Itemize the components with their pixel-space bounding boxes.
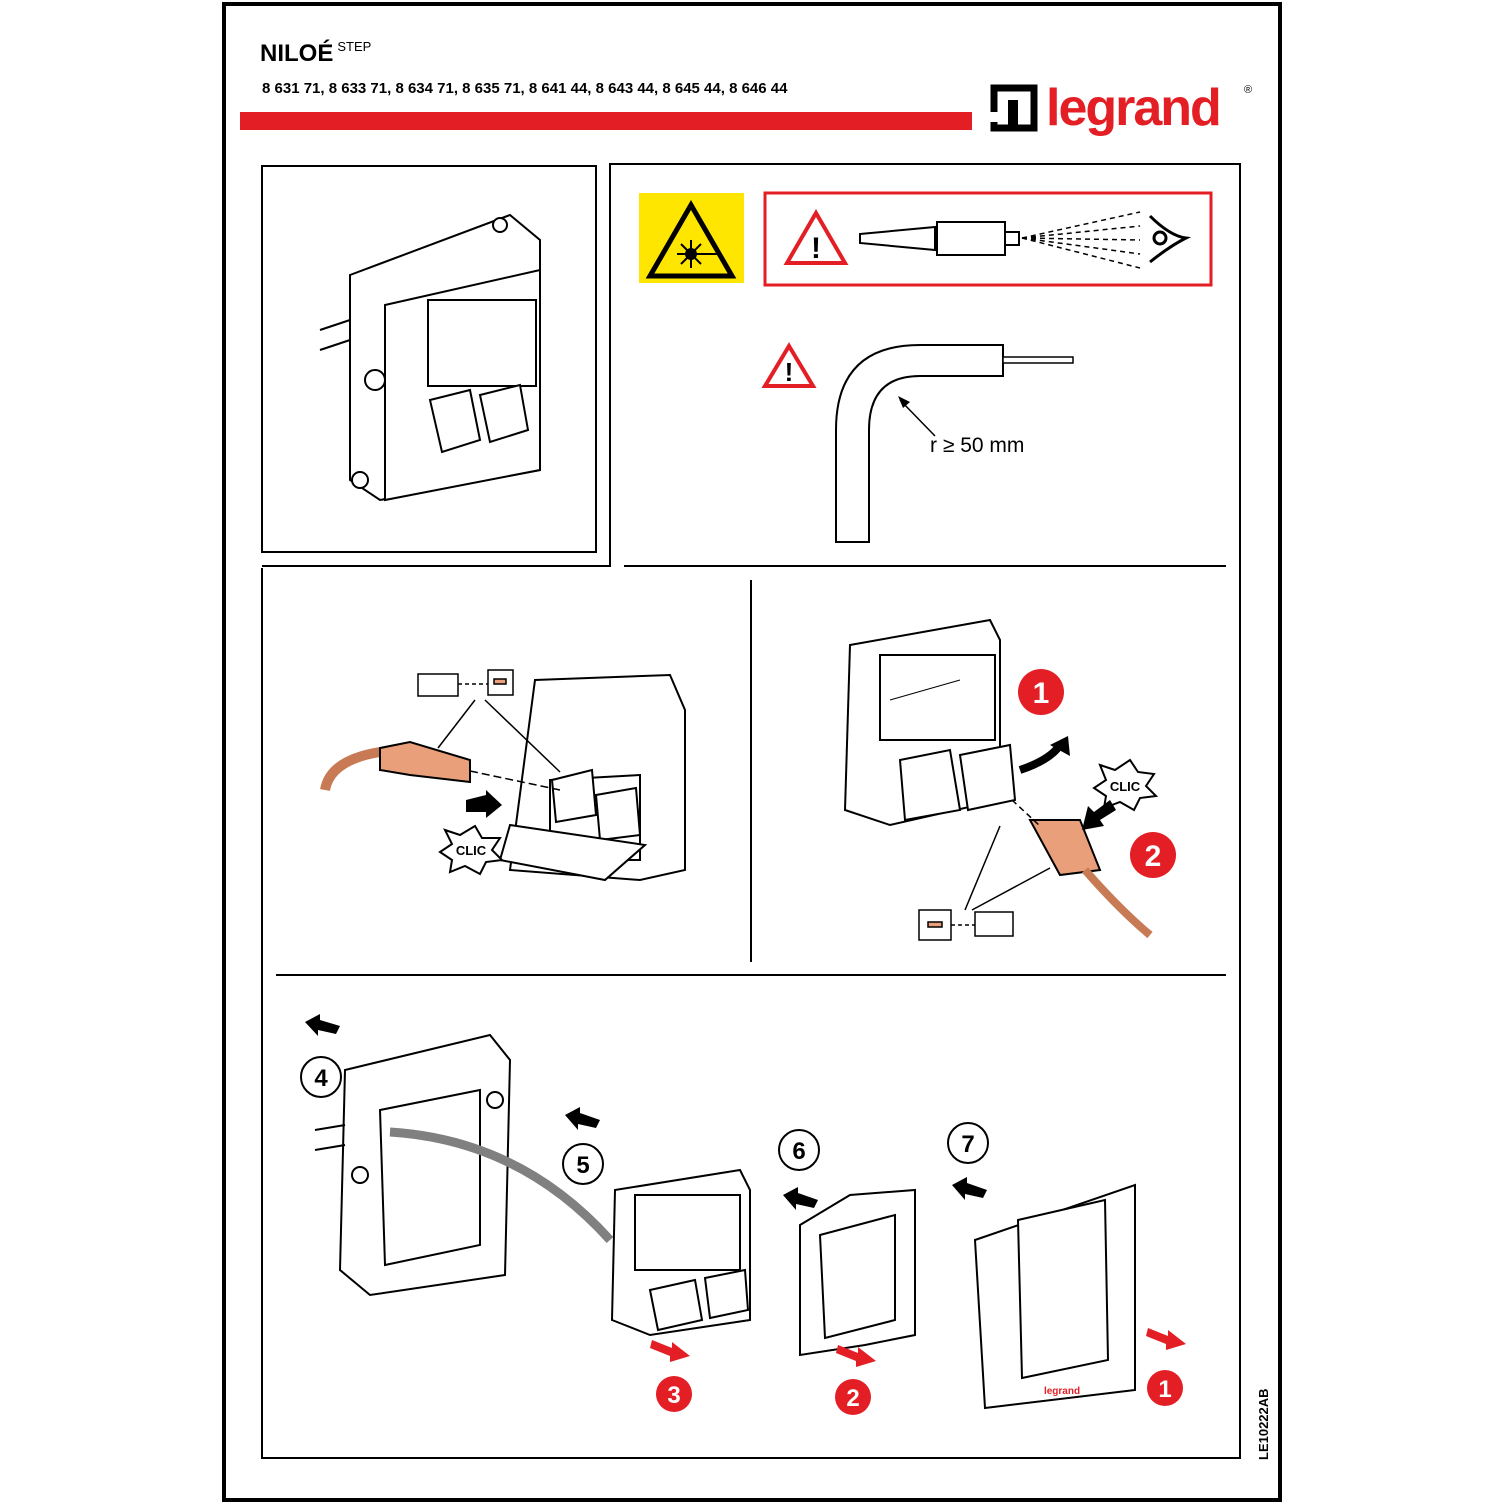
step-1b-label: 1 (1158, 1376, 1171, 1403)
header-rule (240, 112, 972, 130)
fiber-module (610, 1168, 751, 1337)
laser-warning-icon (639, 193, 744, 283)
step-5-label: 5 (576, 1152, 589, 1179)
svg-text:!: ! (785, 357, 794, 387)
mounting-frame (314, 1033, 512, 1297)
arrow-icon (565, 1107, 600, 1130)
registered-mark: ® (1244, 84, 1253, 96)
ferrule-detail (918, 825, 1051, 941)
caution-triangle-icon: ! (761, 342, 817, 388)
document-code: LE10222AB (1256, 1388, 1271, 1460)
plate-logo-text: legrand (1044, 1386, 1080, 1397)
legrand-logo-icon (990, 84, 1038, 132)
red-step-markers: 1 2 3 2 1 (656, 669, 1183, 1415)
brand-logo: legrand ® (990, 79, 1260, 148)
product-references: 8 631 71, 8 633 71, 8 634 71, 8 635 71, … (262, 80, 788, 97)
arrow-icon (305, 1014, 340, 1036)
step-7-label: 7 (961, 1131, 974, 1158)
step-2b-label: 2 (846, 1385, 859, 1412)
arrow-icon (952, 1177, 987, 1200)
ferrule-detail (417, 669, 561, 773)
cover-plate: legrand (973, 1183, 1136, 1410)
arrow-icon (1146, 1328, 1186, 1350)
click-label: CLIC (1110, 779, 1141, 794)
click-label: CLIC (456, 843, 487, 858)
eye-hazard-warning: ! (763, 191, 1213, 287)
push-arrows (305, 1014, 987, 1210)
click-burst: CLIC (1092, 758, 1159, 812)
caution-triangle-icon: ! (783, 209, 849, 265)
arrow-icon (783, 1187, 818, 1210)
eye-icon (1148, 214, 1192, 264)
step-6-label: 6 (792, 1138, 805, 1165)
bend-radius-illustration: ! (761, 342, 1074, 543)
brand-name: legrand (1046, 79, 1222, 137)
mounting-support (799, 1188, 916, 1357)
panel-frames (261, 163, 1241, 1459)
connector-insertion-illustration: CLIC (320, 669, 686, 882)
step-1-label: 1 (1033, 677, 1050, 710)
bend-radius-label: r ≥ 50 mm (930, 434, 1025, 457)
product-range: STEP (337, 39, 372, 54)
assembly-illustration: legrand (314, 1033, 1136, 1410)
arrow-icon (836, 1345, 876, 1367)
shutter-open-illustration: CLIC (843, 618, 1159, 941)
click-burst: CLIC (438, 824, 505, 876)
step-4-label: 4 (314, 1065, 328, 1092)
pull-arrows (650, 1328, 1186, 1367)
step-3-label: 3 (667, 1382, 680, 1409)
arrow-icon (650, 1340, 690, 1362)
svg-text:!: ! (811, 232, 821, 265)
step-2-label: 2 (1145, 840, 1162, 873)
product-illustration (319, 213, 541, 502)
outlined-step-markers: 4 5 6 7 (300, 1056, 989, 1185)
